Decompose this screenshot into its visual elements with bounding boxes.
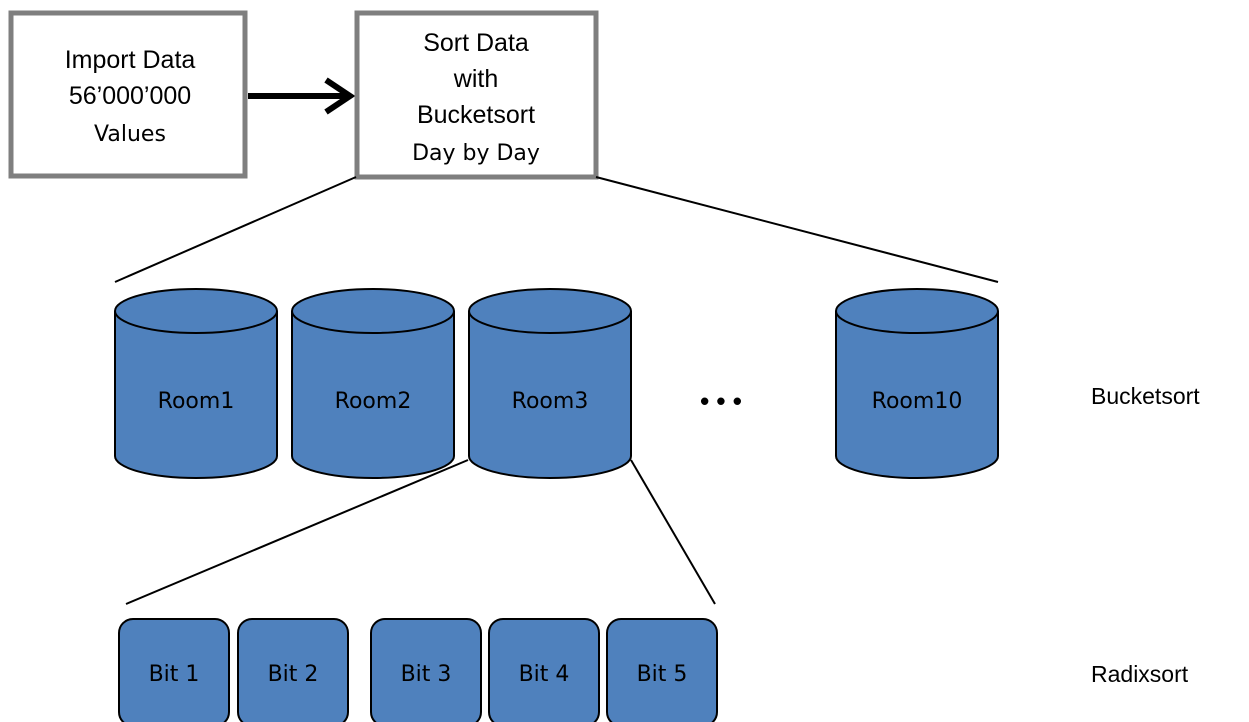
room-cylinder: Room2 [291, 288, 455, 479]
import-line-1: Import Data [65, 46, 196, 74]
bit-label: Bit 5 [637, 662, 688, 687]
connector-room3-left [125, 459, 469, 605]
import-line-2: 56’000’000 [69, 82, 191, 110]
room-cylinder: Room3 [468, 288, 632, 479]
sort-line-1: Sort Data [423, 29, 529, 57]
arrow [248, 77, 356, 115]
connector-sort-right [595, 176, 999, 283]
bit-box: Bit 1 [118, 618, 230, 722]
bit-label: Bit 4 [519, 662, 570, 687]
level-label-radixsort: Radixsort [1091, 661, 1189, 687]
connector-room3-right [630, 459, 716, 605]
bit-box: Bit 4 [488, 618, 600, 722]
connector-sort-left [114, 176, 357, 283]
sort-line-4: Day by Day [412, 141, 540, 166]
room-label: Room1 [158, 389, 235, 414]
bit-box: Bit 3 [370, 618, 482, 722]
room-cylinder: Room10 [835, 288, 999, 479]
room-label: Room3 [512, 389, 589, 414]
bit-label: Bit 1 [149, 662, 200, 687]
bit-box: Bit 5 [606, 618, 718, 722]
level-label-bucketsort: Bucketsort [1091, 383, 1200, 409]
sort-line-3: Bucketsort [417, 101, 535, 129]
room-label: Room10 [872, 389, 963, 414]
bit-label: Bit 2 [268, 662, 319, 687]
bit-label: Bit 3 [401, 662, 452, 687]
ellipsis: • • • [700, 386, 742, 416]
bit-box: Bit 2 [237, 618, 349, 722]
room-label: Room2 [335, 389, 412, 414]
sort-data-box: Sort Data with Bucketsort Day by Day [354, 10, 599, 180]
import-line-3: Values [94, 122, 166, 147]
room-cylinder: Room1 [114, 288, 278, 479]
import-data-box: Import Data 56’000’000 Values [8, 10, 248, 179]
sort-line-2: with [453, 65, 498, 93]
